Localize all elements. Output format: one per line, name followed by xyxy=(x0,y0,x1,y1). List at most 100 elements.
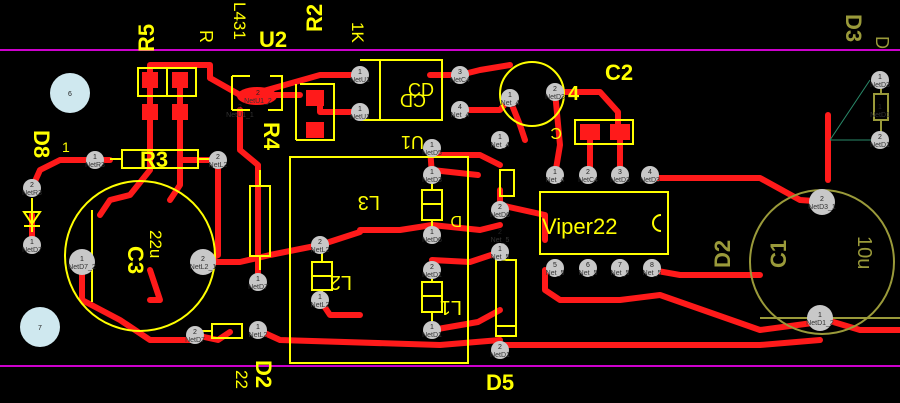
pad-number: 7 xyxy=(618,262,622,269)
pad-number: 6 xyxy=(586,262,590,269)
r5-pad-b[interactable] xyxy=(172,72,188,88)
pad-number: 1 xyxy=(498,134,502,141)
viper22-footprint[interactable] xyxy=(539,191,669,255)
pad-circle xyxy=(249,321,267,339)
pad-circle xyxy=(491,341,509,359)
c3-value: 22u xyxy=(146,230,165,258)
r4-footprint[interactable] xyxy=(249,170,271,270)
l3-footprint[interactable] xyxy=(289,156,469,364)
r2-designator: R2 xyxy=(302,4,327,32)
pad-circle xyxy=(579,259,597,277)
u2-pad[interactable] xyxy=(237,87,277,105)
c4-footprint[interactable] xyxy=(574,119,634,145)
d8-footprint[interactable] xyxy=(22,198,42,232)
r5-pad-c[interactable] xyxy=(142,104,158,120)
pad-net-name: NetR3 xyxy=(22,190,42,197)
mount-hole-label: 6 xyxy=(68,91,72,98)
pad-number: 8 xyxy=(650,262,654,269)
c4-pad-b[interactable] xyxy=(610,124,630,140)
pad-circle xyxy=(546,83,564,101)
c2-outline[interactable] xyxy=(499,61,565,127)
pad-net-name: Net_5 xyxy=(546,270,565,277)
d-right-top-label: D xyxy=(872,36,892,49)
pad-circle xyxy=(641,166,659,184)
cd-label: CD xyxy=(408,80,434,100)
pad-number: 1 xyxy=(878,74,882,81)
pad-number: 1 xyxy=(430,169,434,176)
d2-footprint[interactable] xyxy=(202,323,243,339)
r5-footprint[interactable] xyxy=(137,67,197,97)
u1-designator: U1 xyxy=(401,132,424,152)
c4-pad-a[interactable] xyxy=(580,124,600,140)
pads-layer[interactable]: 1NetR32NetL22NetR31NetD71NetD7_22NetL2_1… xyxy=(22,66,890,359)
pad-number: 2 xyxy=(553,86,557,93)
pad-circle xyxy=(423,261,441,279)
pad-circle xyxy=(643,259,661,277)
pad-number: 1 xyxy=(498,246,502,253)
c3-designator: C3 xyxy=(123,246,148,274)
r2-pad-b[interactable] xyxy=(306,122,324,138)
pad-circle xyxy=(809,189,835,215)
mount-hole-label: 7 xyxy=(38,325,42,332)
d4-footprint[interactable] xyxy=(499,169,515,197)
pad-circle xyxy=(546,259,564,277)
pad-net-name: NetU1 xyxy=(350,114,370,121)
mount-hole-6[interactable]: 6 xyxy=(50,73,90,113)
r5-pad-a[interactable] xyxy=(142,72,158,88)
d5-footprint[interactable] xyxy=(495,259,517,337)
r2-footprint[interactable] xyxy=(295,83,335,141)
pad-number: 2 xyxy=(238,104,242,111)
r5-pad-d[interactable] xyxy=(172,104,188,120)
d5-designator: D5 xyxy=(486,370,514,395)
u1-footprint[interactable] xyxy=(360,59,443,121)
pad-circle xyxy=(546,166,564,184)
u2-footprint[interactable] xyxy=(231,75,283,111)
r4-designator: R4 xyxy=(259,122,284,151)
mount-hole-7[interactable]: 7 xyxy=(20,307,60,347)
pad-net-name: NetU1_1 xyxy=(226,112,254,119)
r2-pad-a[interactable] xyxy=(306,90,324,106)
pad-number: 2 xyxy=(498,204,502,211)
